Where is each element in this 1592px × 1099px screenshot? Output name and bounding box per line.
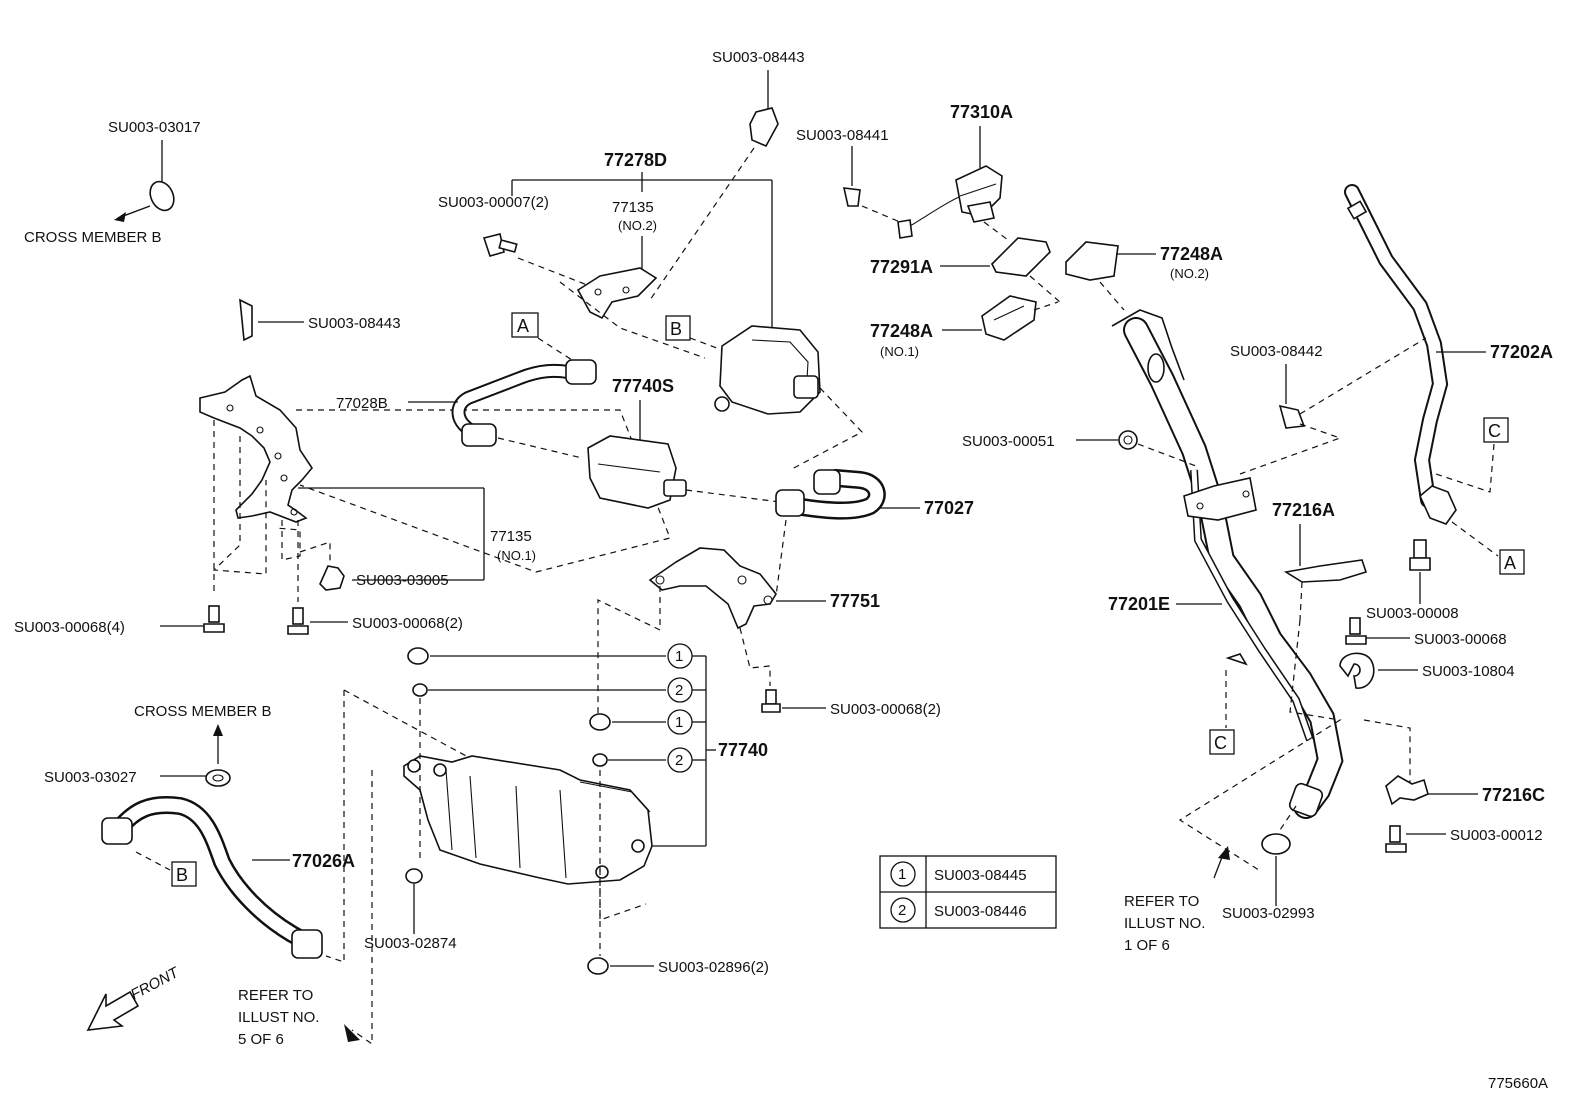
filler-cap-group: SU003-08441 77310A 77291A 77248A (NO.2) … (796, 102, 1223, 359)
label-no1-b: (NO.1) (880, 344, 919, 359)
label-no2-b: (NO.2) (1170, 266, 1209, 281)
label-77740s: 77740S (612, 376, 674, 396)
label-no1-a: (NO.1) (497, 548, 536, 563)
label-su003-03027: SU003-03027 (44, 769, 137, 786)
label-refer-1a: REFER TO (1124, 893, 1199, 910)
clip-su003-03005 (319, 565, 345, 591)
label-su003-08443-top: SU003-08443 (712, 49, 805, 66)
label-refer-5a: REFER TO (238, 987, 313, 1004)
filler-pipe-77201e: SU003-00051 77201E C SU003-02993 REFER T… (962, 309, 1411, 954)
plug-su003-03017: SU003-03017 CROSS MEMBER B (24, 119, 201, 246)
label-no2-a: (NO.2) (618, 218, 657, 233)
brackets-77216: 77216A SU003-00068 SU003-10804 77216C SU… (1272, 500, 1545, 853)
label-su003-03005: SU003-03005 (356, 572, 449, 589)
label-su003-00068-2b: SU003-00068(2) (830, 701, 941, 718)
callout-1-b: 1 (675, 714, 683, 731)
label-77216a: 77216A (1272, 500, 1335, 520)
legend-num-2: 2 (898, 902, 906, 919)
label-77201e: 77201E (1108, 594, 1170, 614)
label-77027: 77027 (924, 498, 974, 518)
ref-c-1: C (1488, 421, 1501, 441)
label-su003-00068-r: SU003-00068 (1414, 631, 1507, 648)
label-77248a-no1: 77248A (870, 321, 933, 341)
label-su003-00068-2a: SU003-00068(2) (352, 615, 463, 632)
ref-a-1: A (517, 316, 529, 336)
label-77026a: 77026A (292, 851, 355, 871)
legend-table: 1 SU003-08445 2 SU003-08446 (879, 855, 1057, 929)
label-77740: 77740 (718, 740, 768, 760)
front-arrow-icon: FRONT (86, 963, 183, 1031)
label-refer-5c: 5 OF 6 (238, 1031, 284, 1048)
label-su003-00008: SU003-00008 (1366, 605, 1459, 622)
label-su003-02874: SU003-02874 (364, 935, 457, 952)
legend-part-1: SU003-08445 (934, 867, 1027, 884)
label-refer-1b: ILLUST NO. (1124, 915, 1205, 932)
callout-2-b: 2 (675, 752, 683, 769)
label-77278d: 77278D (604, 150, 667, 170)
label-77216c: 77216C (1482, 785, 1545, 805)
label-77310a: 77310A (950, 102, 1013, 122)
label-77202a: 77202A (1490, 342, 1553, 362)
label-front: FRONT (128, 963, 183, 1003)
label-su003-00007: SU003-00007(2) (438, 194, 549, 211)
label-su003-03017: SU003-03017 (108, 119, 201, 136)
label-su003-02896: SU003-02896(2) (658, 959, 769, 976)
label-77291a: 77291A (870, 257, 933, 277)
label-su003-00068-4: SU003-00068(4) (14, 619, 125, 636)
ref-c-2: C (1214, 733, 1227, 753)
callout-1-a: 1 (675, 648, 683, 665)
label-refer-5b: ILLUST NO. (238, 1009, 319, 1026)
bracket-77135-no1: SU003-08443 77135 (NO.1) SU003-03005 SU0… (14, 298, 671, 636)
label-su003-02993: SU003-02993 (1222, 905, 1315, 922)
breather-pipe-77202a: 77202A C A SU003-08442 SU003-00008 (1230, 184, 1553, 622)
label-77751: 77751 (830, 591, 880, 611)
label-su003-00012: SU003-00012 (1450, 827, 1543, 844)
label-su003-08442: SU003-08442 (1230, 343, 1323, 360)
legend-part-2: SU003-08446 (934, 903, 1027, 920)
label-77135-no2: 77135 (612, 199, 654, 216)
valve-assembly: SU003-08443 77278D SU003-00007(2) 77135 … (438, 49, 863, 509)
canister-77740: 1 2 1 2 77740 SU003-02874 (343, 643, 769, 976)
ref-b-1: B (670, 319, 682, 339)
label-su003-08441: SU003-08441 (796, 127, 889, 144)
label-refer-1c: 1 OF 6 (1124, 937, 1170, 954)
label-su003-08443-left: SU003-08443 (308, 315, 401, 332)
hose-77027: 77027 (775, 469, 974, 597)
clip-su003-08443-top (749, 107, 779, 148)
hose-77028b: A 77028B (336, 312, 597, 459)
ref-b-2: B (176, 865, 188, 885)
label-su003-00051: SU003-00051 (962, 433, 1055, 450)
label-cross-member-b-top: CROSS MEMBER B (24, 229, 162, 246)
label-77135-no1: 77135 (490, 528, 532, 545)
label-cross-member-b-mid: CROSS MEMBER B (134, 703, 272, 720)
ref-a-2: A (1504, 553, 1516, 573)
diagram-code: 775660A (1488, 1075, 1548, 1092)
label-su003-10804: SU003-10804 (1422, 663, 1515, 680)
label-77248a-no2: 77248A (1160, 244, 1223, 264)
legend-num-1: 1 (898, 866, 906, 883)
bracket-77751: 77751 SU003-00068(2) (597, 547, 941, 720)
hose-77026a: CROSS MEMBER B SU003-03027 B 77026A REFE… (44, 690, 373, 1048)
label-77028b: 77028B (336, 395, 388, 412)
clip-su003-08443-left (239, 298, 253, 342)
callout-2-a: 2 (675, 682, 683, 699)
